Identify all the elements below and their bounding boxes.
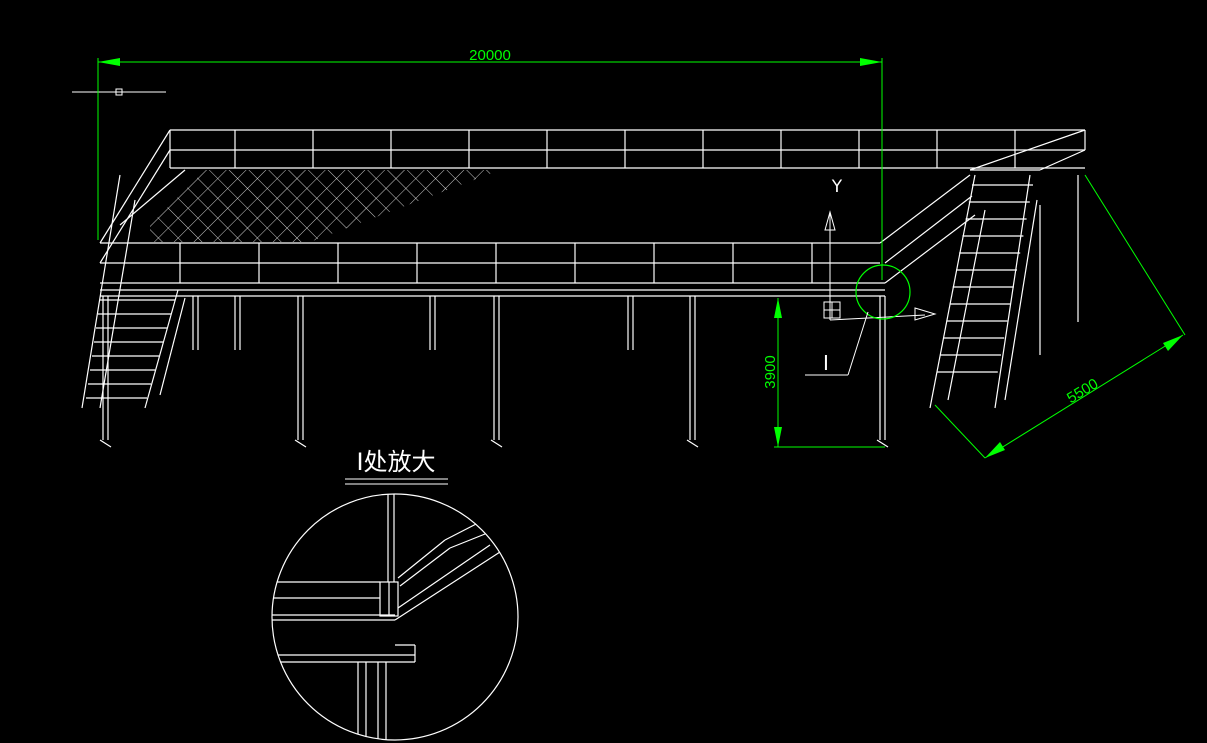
- detail-title: I处放大: [356, 448, 435, 476]
- column-base: [294, 439, 307, 448]
- dimension-length-text: 20000: [469, 47, 511, 64]
- dimension-stair: [934, 174, 1186, 459]
- column-base: [490, 439, 503, 448]
- detail-leader: [805, 264, 911, 376]
- y-axis-indicator: [823, 210, 937, 321]
- platform-structure: [81, 129, 1086, 448]
- column-base: [686, 439, 699, 448]
- grating-deck: [150, 170, 500, 242]
- detail-marker-label: I: [823, 351, 829, 375]
- detail-circle: [271, 493, 519, 741]
- dimension-height: [774, 298, 885, 448]
- column-base: [876, 439, 889, 448]
- dimension-length: [97, 58, 883, 280]
- ucs-crosshair: [72, 88, 166, 96]
- dimension-height-text: 3900: [762, 355, 779, 388]
- axis-y-label: Y: [831, 177, 843, 197]
- dimension-stair-text: 5500: [1064, 375, 1101, 407]
- column-base: [99, 439, 112, 448]
